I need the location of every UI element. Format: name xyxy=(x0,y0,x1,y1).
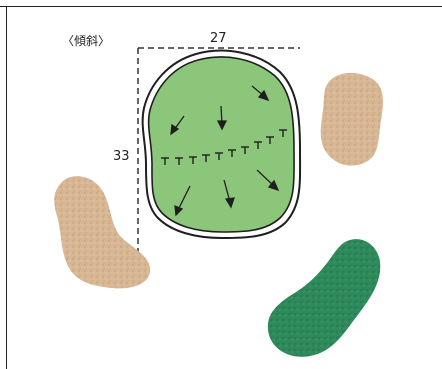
diagram-title: 〈傾斜〉 xyxy=(62,34,110,48)
left-bunker xyxy=(54,176,150,288)
right-bunker xyxy=(321,73,383,166)
width-dimension-label: 27 xyxy=(210,31,227,46)
putting-green xyxy=(149,57,294,232)
tree-area xyxy=(268,239,380,357)
depth-dimension-label: 33 xyxy=(113,149,130,164)
